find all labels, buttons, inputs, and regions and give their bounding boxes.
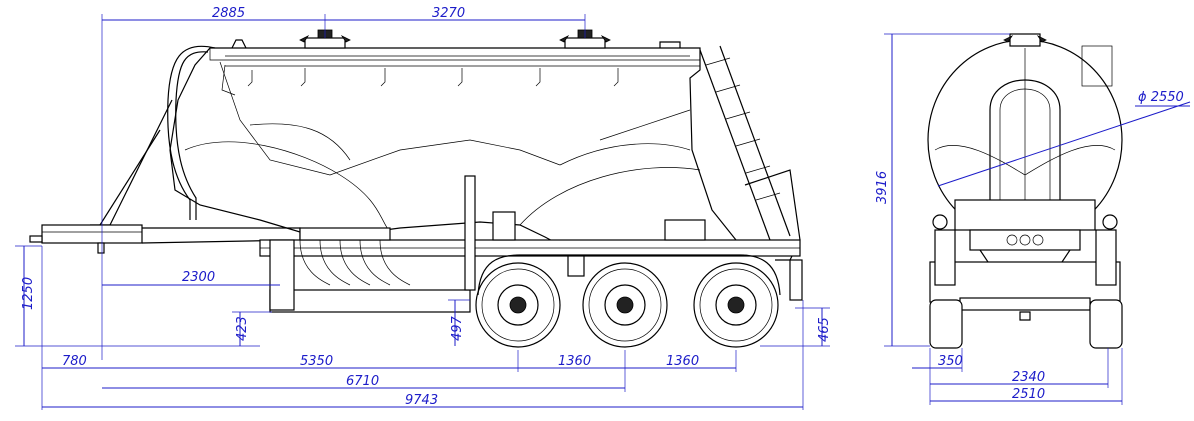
dim-423: 423 — [235, 316, 250, 341]
dim-2885: 2885 — [212, 6, 245, 21]
dim-1360-a: 1360 — [558, 354, 591, 369]
dim-350: 350 — [938, 354, 963, 369]
fifth-pipe-riser — [464, 175, 476, 291]
dim-9743: 9743 — [405, 393, 438, 408]
gooseneck-frame — [29, 224, 301, 254]
wheel-arches — [477, 254, 781, 296]
front-pipe — [90, 45, 216, 226]
axle-wheel-1 — [475, 262, 561, 348]
main-frame — [259, 175, 803, 313]
side-dimensions: 2885 3270 1250 2300 423 497 465 780 5350… — [15, 6, 832, 410]
landing-gear — [97, 242, 105, 254]
dim-6710: 6710 — [346, 374, 379, 389]
side-view — [29, 29, 803, 348]
dim-465: 465 — [817, 317, 832, 342]
dim-3270: 3270 — [432, 6, 465, 21]
rear-lug — [659, 41, 681, 48]
dim-2300: 2300 — [182, 270, 215, 285]
front-lug — [231, 39, 247, 49]
rear-right-tyre — [1089, 299, 1123, 349]
dim-2510: 2510 — [1012, 387, 1045, 402]
rear-dimensions: 3916 ϕ 2550 350 2340 2510 — [875, 33, 1191, 405]
dim-497: 497 — [450, 315, 465, 341]
dim-3916: 3916 — [875, 171, 890, 204]
dim-diameter: ϕ 2550 — [1138, 90, 1184, 105]
dim-780: 780 — [62, 354, 87, 369]
dim-2340: 2340 — [1012, 370, 1045, 385]
rear-left-tyre — [929, 299, 963, 349]
rear-ladder — [699, 45, 801, 261]
axle-wheel-2 — [582, 262, 668, 348]
rear-view — [927, 33, 1123, 349]
dim-1360-b: 1360 — [666, 354, 699, 369]
axle-wheel-3 — [693, 262, 779, 348]
tank-body — [169, 47, 742, 246]
dim-1250: 1250 — [21, 277, 36, 310]
dim-5350: 5350 — [300, 354, 333, 369]
